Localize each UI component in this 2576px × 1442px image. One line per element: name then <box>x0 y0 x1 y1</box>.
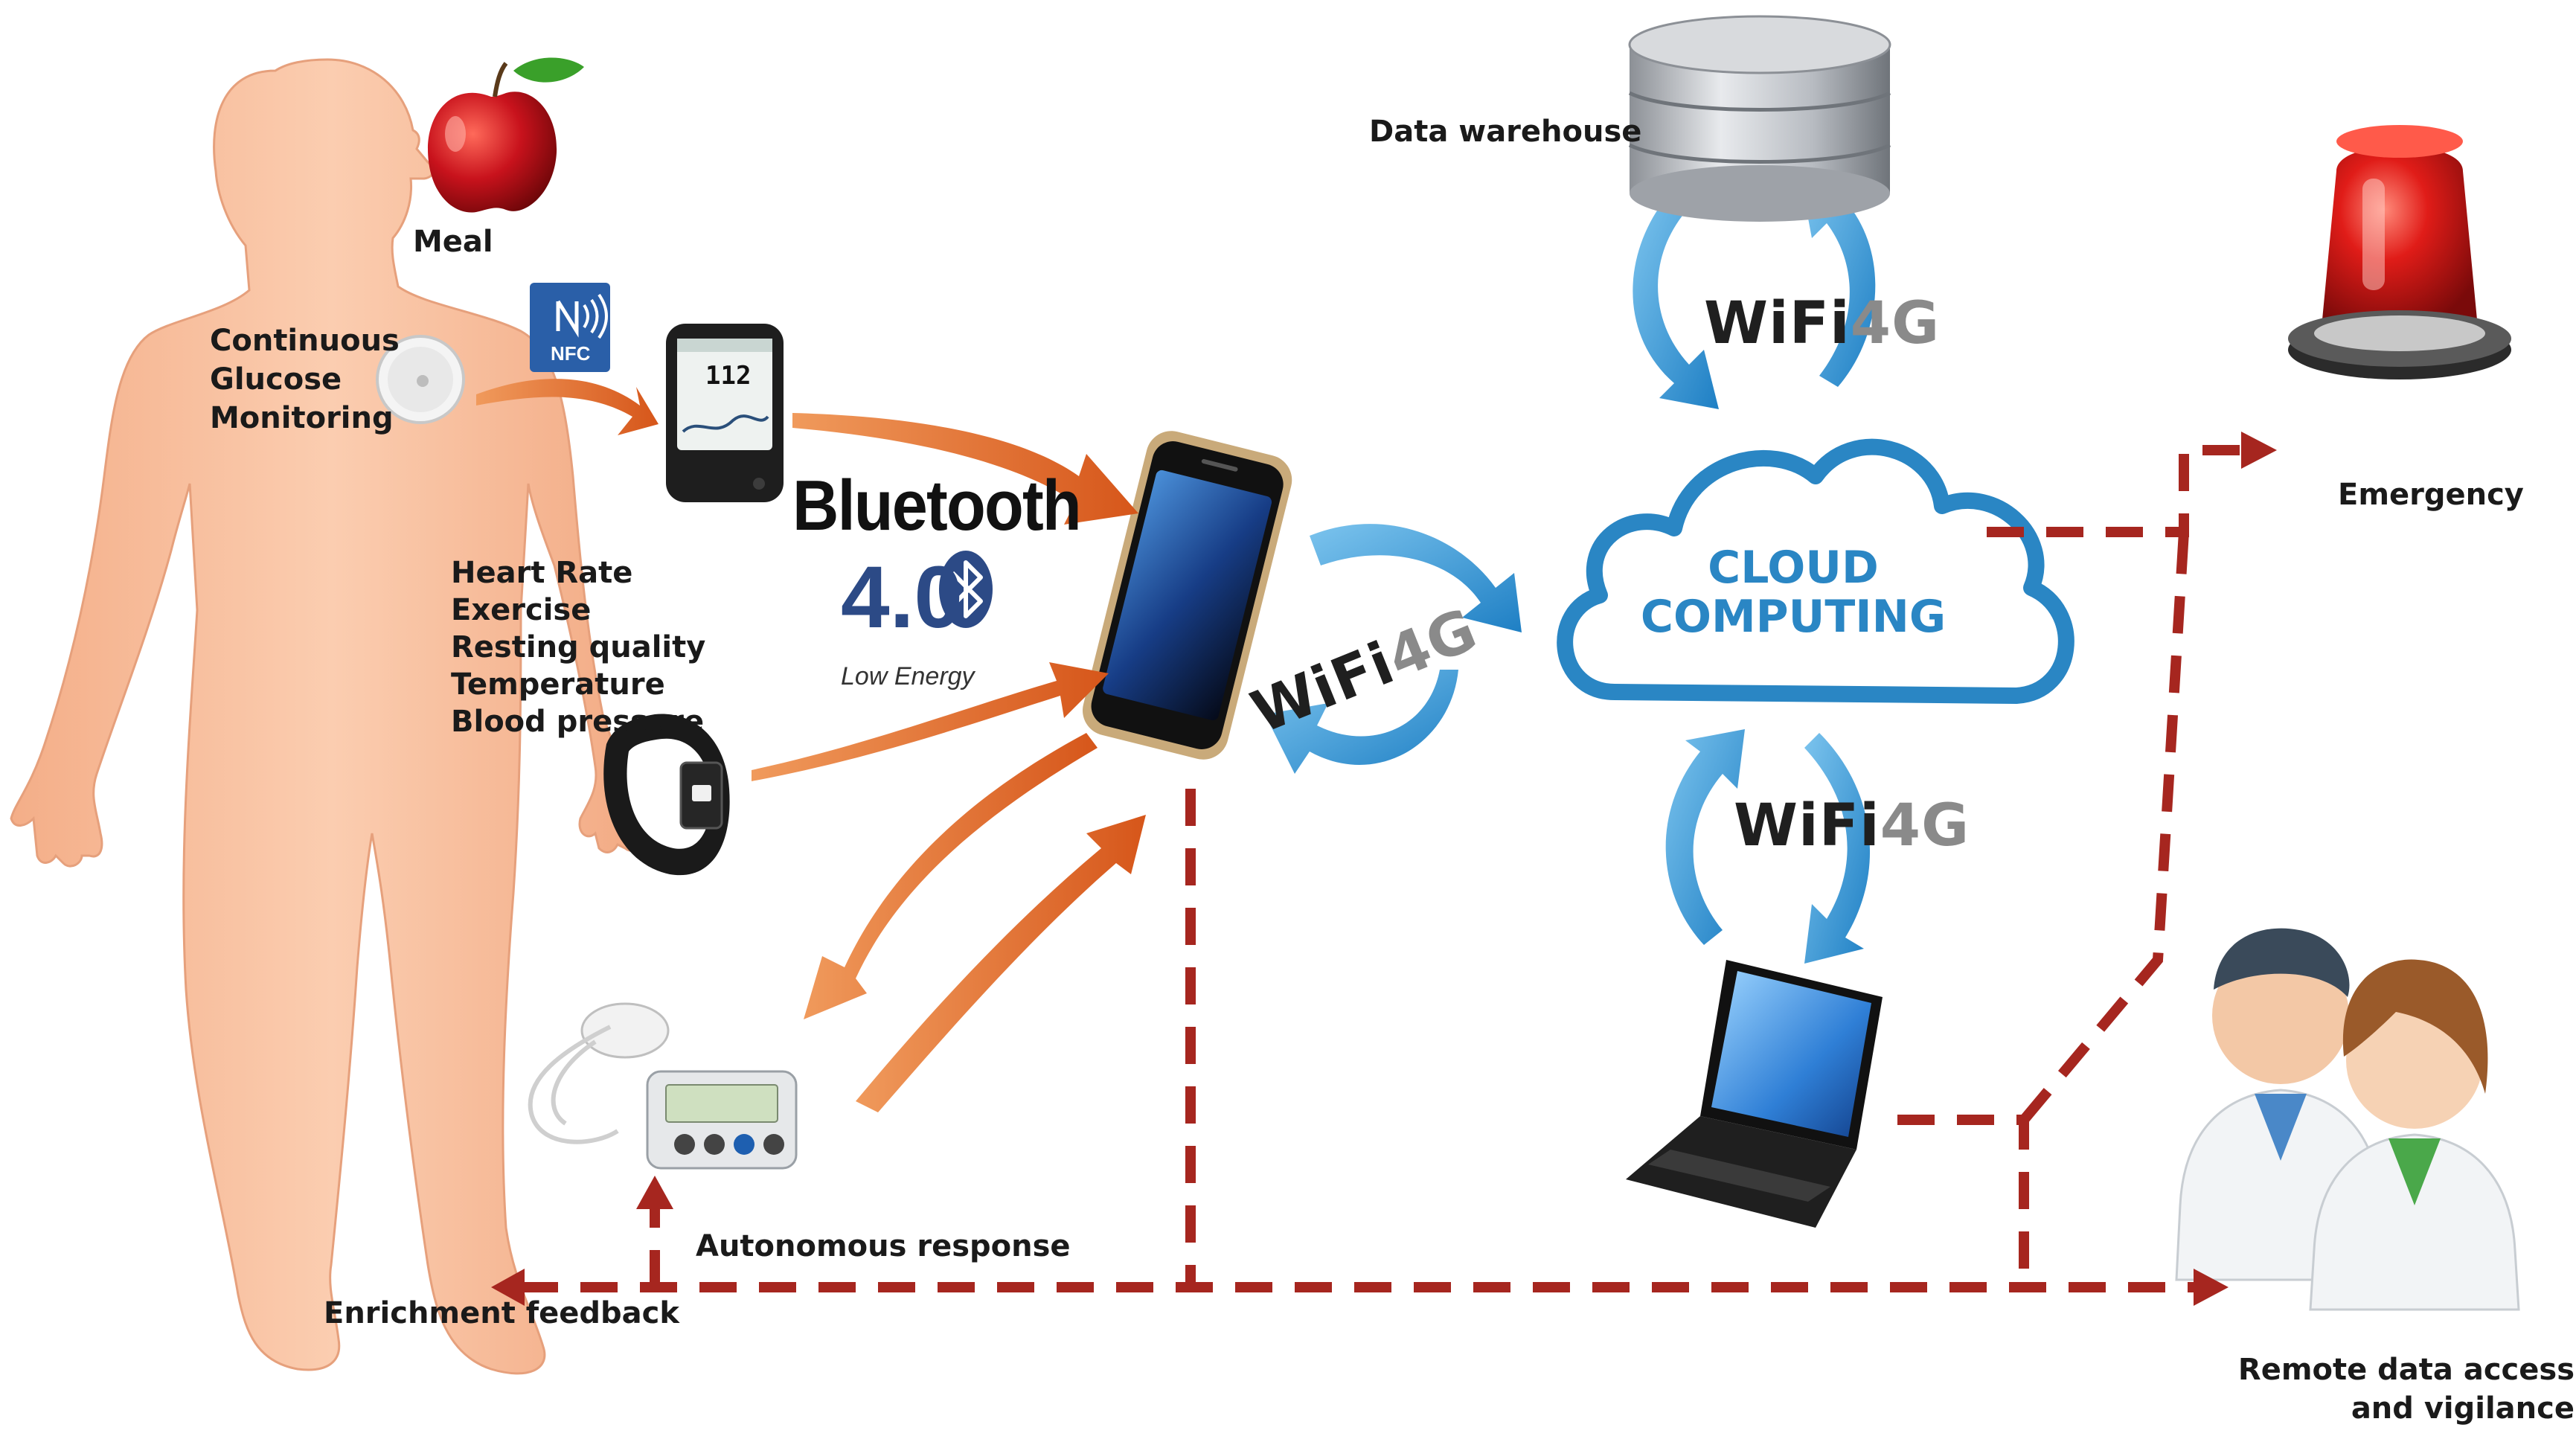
bluetooth-subtitle: Low Energy <box>841 662 975 690</box>
data-warehouse-label: Data warehouse <box>1369 115 1642 149</box>
vital-blood-pressure: Blood pressure <box>451 705 705 739</box>
arrow-cloud-to-warehouse <box>1801 179 1876 387</box>
dashed-arrowheads <box>491 432 2277 1306</box>
meal-label: Meal <box>413 225 493 259</box>
arrowhead-emergency <box>2241 432 2277 469</box>
blue-arrows <box>1265 179 1876 964</box>
remote-access-label: Remote data access and vigilance <box>2237 1353 2575 1426</box>
arrow-phone-to-cloud <box>1310 524 1522 632</box>
cgm-label: Continuous Glucose Monitoring <box>210 324 400 435</box>
arrow-laptop-to-cloud <box>1665 729 1745 945</box>
arrow-pump-to-phone <box>856 815 1146 1112</box>
insulin-pump-icon <box>528 1002 798 1170</box>
bluetooth-icon <box>939 551 993 628</box>
doctors-icon <box>2175 928 2520 1311</box>
wifi-top-prefix: WiFi <box>1704 290 1851 357</box>
cloud-icon <box>1557 438 2074 704</box>
autonomous-response-label: Autonomous response <box>696 1229 1071 1263</box>
arrow-cgm-to-meter <box>476 379 659 435</box>
arrowhead-doctors <box>2194 1269 2229 1306</box>
wifi-bottom: WiFi4G <box>1734 792 1970 859</box>
dashed-diagonal <box>2019 531 2189 1124</box>
vital-resting-quality: Resting quality <box>451 630 706 664</box>
vitals-list: Heart Rate Exercise Resting quality Temp… <box>451 554 705 740</box>
dashed-laptop-to-doctors <box>1897 1115 2029 1287</box>
apple-icon <box>428 57 584 213</box>
orange-arrows <box>476 379 1146 1112</box>
arrow-band-to-phone <box>752 662 1109 781</box>
arrowhead-enrichment <box>491 1269 525 1306</box>
wifi-top-suffix: 4G <box>1850 290 1941 357</box>
bluetooth-title: Bluetooth <box>792 466 1082 545</box>
arrow-meter-to-phone <box>792 413 1138 525</box>
cloud-title-line1: CLOUD <box>1708 542 1879 594</box>
vital-heart-rate: Heart Rate <box>451 556 633 590</box>
smartphone-icon <box>1082 431 1292 760</box>
arrow-cloud-to-laptop <box>1804 733 1871 964</box>
nfc-label: NFC <box>551 342 591 365</box>
fitness-band-icon <box>603 714 730 876</box>
arrow-phone-to-pump <box>804 733 1098 1019</box>
cloud-title: CLOUD COMPUTING <box>1607 543 1979 641</box>
vital-exercise: Exercise <box>451 593 592 627</box>
dashed-cloud-to-emergency <box>1987 445 2240 537</box>
cloud-title-line2: COMPUTING <box>1640 591 1947 643</box>
nfc-icon <box>530 283 610 372</box>
bluetooth-version: 4.0 <box>841 548 964 647</box>
arrowhead-pump <box>636 1176 673 1209</box>
wifi-bottom-suffix: 4G <box>1880 792 1970 859</box>
vital-temperature: Temperature <box>451 667 665 702</box>
emergency-label: Emergency <box>2338 478 2524 512</box>
glucose-meter-icon <box>666 324 784 502</box>
arrow-cloud-to-phone <box>1265 670 1458 774</box>
wifi-bottom-prefix: WiFi <box>1734 792 1880 859</box>
human-body-figure <box>10 58 655 1375</box>
dashed-connectors <box>521 445 2240 1292</box>
arrow-warehouse-to-cloud <box>1633 197 1719 409</box>
cgm-sensor-icon <box>376 335 465 424</box>
wifi-top: WiFi4G <box>1704 290 1940 357</box>
siren-icon <box>2288 125 2511 379</box>
meter-reading: 112 <box>705 361 752 391</box>
database-icon <box>1628 15 1891 222</box>
laptop-icon <box>1626 960 1883 1228</box>
enrichment-feedback-label: Enrichment feedback <box>324 1296 679 1330</box>
